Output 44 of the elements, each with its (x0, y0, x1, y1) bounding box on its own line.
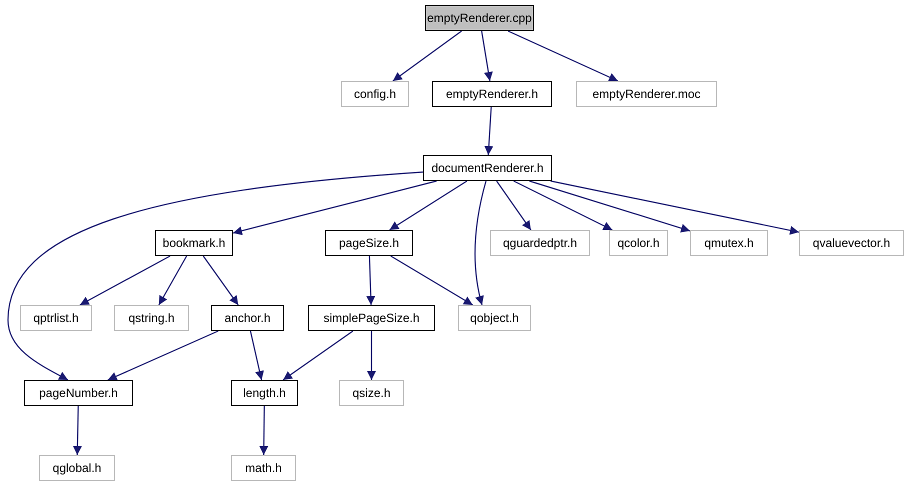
arrow (513, 180, 613, 231)
arrow (80, 255, 170, 306)
file-box: qmutex.h (690, 230, 768, 256)
arrow (366, 256, 376, 306)
file-box: qguardedptr.h (490, 230, 590, 256)
arrow (72, 406, 82, 456)
arrow (392, 30, 462, 82)
arrow (496, 180, 532, 230)
arrow (158, 256, 188, 306)
file-box: pageSize.h (325, 230, 413, 256)
file-box: math.h (231, 455, 296, 481)
file-box: qsize.h (339, 380, 404, 406)
file-box: emptyRenderer.h (432, 81, 552, 107)
file-box: qstring.h (114, 305, 189, 331)
file-box: qobject.h (458, 305, 531, 331)
file-box: qptrlist.h (20, 305, 92, 331)
file-box: length.h (231, 380, 298, 406)
file-box: emptyRenderer.cpp (425, 5, 534, 31)
file-box: qglobal.h (39, 455, 115, 481)
arrow (7, 171, 424, 381)
file-box: emptyRenderer.moc (576, 81, 717, 107)
file-box: pageNumber.h (24, 380, 133, 406)
arrow (390, 255, 474, 306)
file-box: qcolor.h (609, 230, 668, 256)
arrow (529, 180, 690, 233)
arrow (259, 406, 268, 455)
arrow (389, 180, 468, 230)
arrow (484, 106, 494, 156)
arrow (232, 180, 437, 236)
arrow (282, 330, 354, 380)
file-box: bookmark.h (155, 230, 233, 256)
file-box: simplePageSize.h (308, 305, 435, 331)
file-box: documentRenderer.h (423, 155, 552, 181)
arrow (508, 30, 618, 82)
arrow (474, 180, 487, 306)
arrow (481, 30, 493, 82)
file-box: qvaluevector.h (799, 230, 904, 256)
arrow (550, 180, 800, 235)
arrow (367, 331, 376, 380)
arrow (202, 256, 239, 306)
arrow (250, 330, 264, 380)
arrow (108, 330, 218, 381)
file-box: anchor.h (211, 305, 284, 331)
file-box: config.h (341, 81, 409, 107)
